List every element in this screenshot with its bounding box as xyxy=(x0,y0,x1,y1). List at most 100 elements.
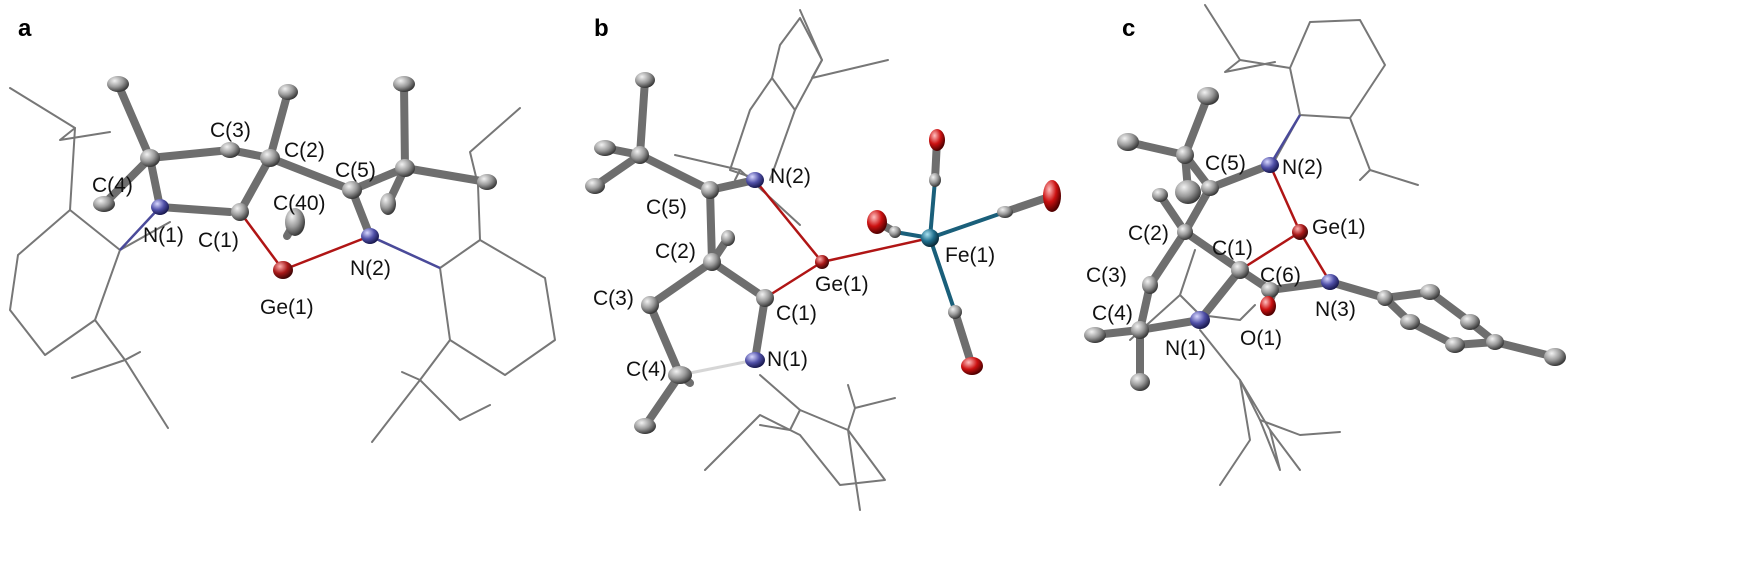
atom-carbon xyxy=(1152,188,1168,202)
atom-label: N(1) xyxy=(143,224,184,247)
atom-label: N(2) xyxy=(770,165,811,188)
atom-carbon xyxy=(1261,282,1279,298)
atom-carbon xyxy=(1544,348,1566,366)
atom-label: N(2) xyxy=(1282,156,1323,179)
atom-carbon xyxy=(1142,276,1158,294)
panel-c-label: c xyxy=(1122,15,1135,42)
atom-carbon xyxy=(1460,314,1480,330)
atom-label: C(2) xyxy=(1128,222,1169,245)
atom-carbon xyxy=(668,366,692,384)
atom-nitrogen xyxy=(151,199,169,215)
atom-carbon xyxy=(231,203,249,221)
panel-a-label: a xyxy=(18,15,32,42)
atom-oxygen xyxy=(961,357,983,375)
atom-carbon xyxy=(701,181,719,199)
atom-label: C(3) xyxy=(210,119,251,142)
atom-germanium xyxy=(815,255,829,269)
atom-label: C(3) xyxy=(1086,264,1127,287)
atom-carbon xyxy=(1400,314,1420,330)
atom-nitrogen xyxy=(1321,274,1339,290)
atom-carbon xyxy=(1084,327,1106,343)
panel-a: a xyxy=(9,15,556,443)
panel-c-atom-labels: C(5) N(2) Ge(1) C(2) C(1) C(3) C(6) C(4)… xyxy=(1086,152,1366,360)
panel-a-wireframe xyxy=(9,87,556,443)
atom-carbon xyxy=(1130,373,1150,391)
atom-label: N(2) xyxy=(350,257,391,280)
atom-nitrogen xyxy=(361,228,379,244)
panel-b-wireframe xyxy=(674,9,896,511)
atom-carbon xyxy=(756,289,774,307)
atom-carbon xyxy=(1175,180,1201,204)
panel-b-atoms xyxy=(585,72,1061,434)
panel-b-atom-labels: N(2) C(5) Fe(1) C(2) Ge(1) C(3) C(1) C(4… xyxy=(593,165,995,381)
atom-carbon xyxy=(929,173,941,187)
atom-carbon xyxy=(107,76,129,92)
atom-label: C(3) xyxy=(593,287,634,310)
atom-label: C(1) xyxy=(198,229,239,252)
atom-carbon xyxy=(1197,87,1219,105)
atom-carbon xyxy=(285,208,305,236)
atom-carbon xyxy=(585,178,605,194)
atom-carbon xyxy=(1131,321,1149,339)
atom-carbon xyxy=(1486,334,1504,350)
atom-carbon xyxy=(703,253,721,271)
atom-carbon xyxy=(721,230,735,246)
atom-oxygen xyxy=(867,210,887,234)
panel-b: b xyxy=(585,9,1061,511)
atom-carbon xyxy=(260,149,280,167)
atom-carbon xyxy=(1117,133,1139,151)
atom-carbon xyxy=(635,72,655,88)
atom-carbon xyxy=(1445,337,1465,353)
atom-germanium xyxy=(273,261,293,279)
atom-carbon xyxy=(278,84,298,100)
atom-carbon xyxy=(889,226,901,238)
panel-a-atom-labels: C(4) C(3) C(2) C(5) C(40) N(1) C(1) N(2)… xyxy=(92,119,391,319)
atom-carbon xyxy=(948,305,962,319)
atom-carbon xyxy=(220,142,240,158)
atom-oxygen xyxy=(1043,180,1061,212)
panel-c-wireframe xyxy=(1129,4,1419,486)
atom-label: C(5) xyxy=(1205,152,1246,175)
atom-carbon xyxy=(1176,146,1194,164)
atom-carbon xyxy=(1201,180,1219,196)
atom-label: N(3) xyxy=(1315,298,1356,321)
atom-carbon xyxy=(631,146,649,164)
atom-nitrogen xyxy=(745,352,765,368)
atom-carbon xyxy=(1377,290,1393,306)
atom-label: Ge(1) xyxy=(260,296,314,319)
atom-carbon xyxy=(1420,284,1440,300)
atom-carbon xyxy=(342,181,362,199)
atom-label: N(1) xyxy=(1165,337,1206,360)
panel-c-atoms xyxy=(1084,87,1566,391)
atom-label: C(5) xyxy=(335,159,376,182)
panel-c: c xyxy=(1084,4,1566,486)
atom-oxygen xyxy=(1260,296,1276,316)
atom-carbon xyxy=(93,196,115,212)
atom-nitrogen xyxy=(1261,157,1279,173)
atom-label: Ge(1) xyxy=(1312,216,1366,239)
atom-label: C(1) xyxy=(1212,237,1253,260)
atom-carbon xyxy=(395,159,415,177)
atom-nitrogen xyxy=(746,172,764,188)
atom-label: C(40) xyxy=(273,192,326,215)
atom-carbon xyxy=(634,418,656,434)
atom-label: C(4) xyxy=(626,358,667,381)
atom-carbon xyxy=(393,76,415,92)
atom-label: O(1) xyxy=(1240,327,1282,350)
panel-a-atoms xyxy=(93,76,497,279)
atom-nitrogen xyxy=(1190,311,1210,329)
panel-b-label: b xyxy=(594,15,609,42)
atom-carbon xyxy=(997,206,1013,218)
atom-carbon xyxy=(1177,224,1193,240)
atom-iron xyxy=(921,229,939,247)
atom-carbon xyxy=(641,296,659,314)
atom-germanium xyxy=(1292,224,1308,240)
atom-label: Ge(1) xyxy=(815,273,869,296)
atom-label: C(2) xyxy=(655,240,696,263)
atom-label: C(4) xyxy=(92,174,133,197)
atom-label: C(5) xyxy=(646,196,687,219)
atom-label: Fe(1) xyxy=(945,244,995,267)
atom-label: C(2) xyxy=(284,139,325,162)
atom-label: C(1) xyxy=(776,302,817,325)
